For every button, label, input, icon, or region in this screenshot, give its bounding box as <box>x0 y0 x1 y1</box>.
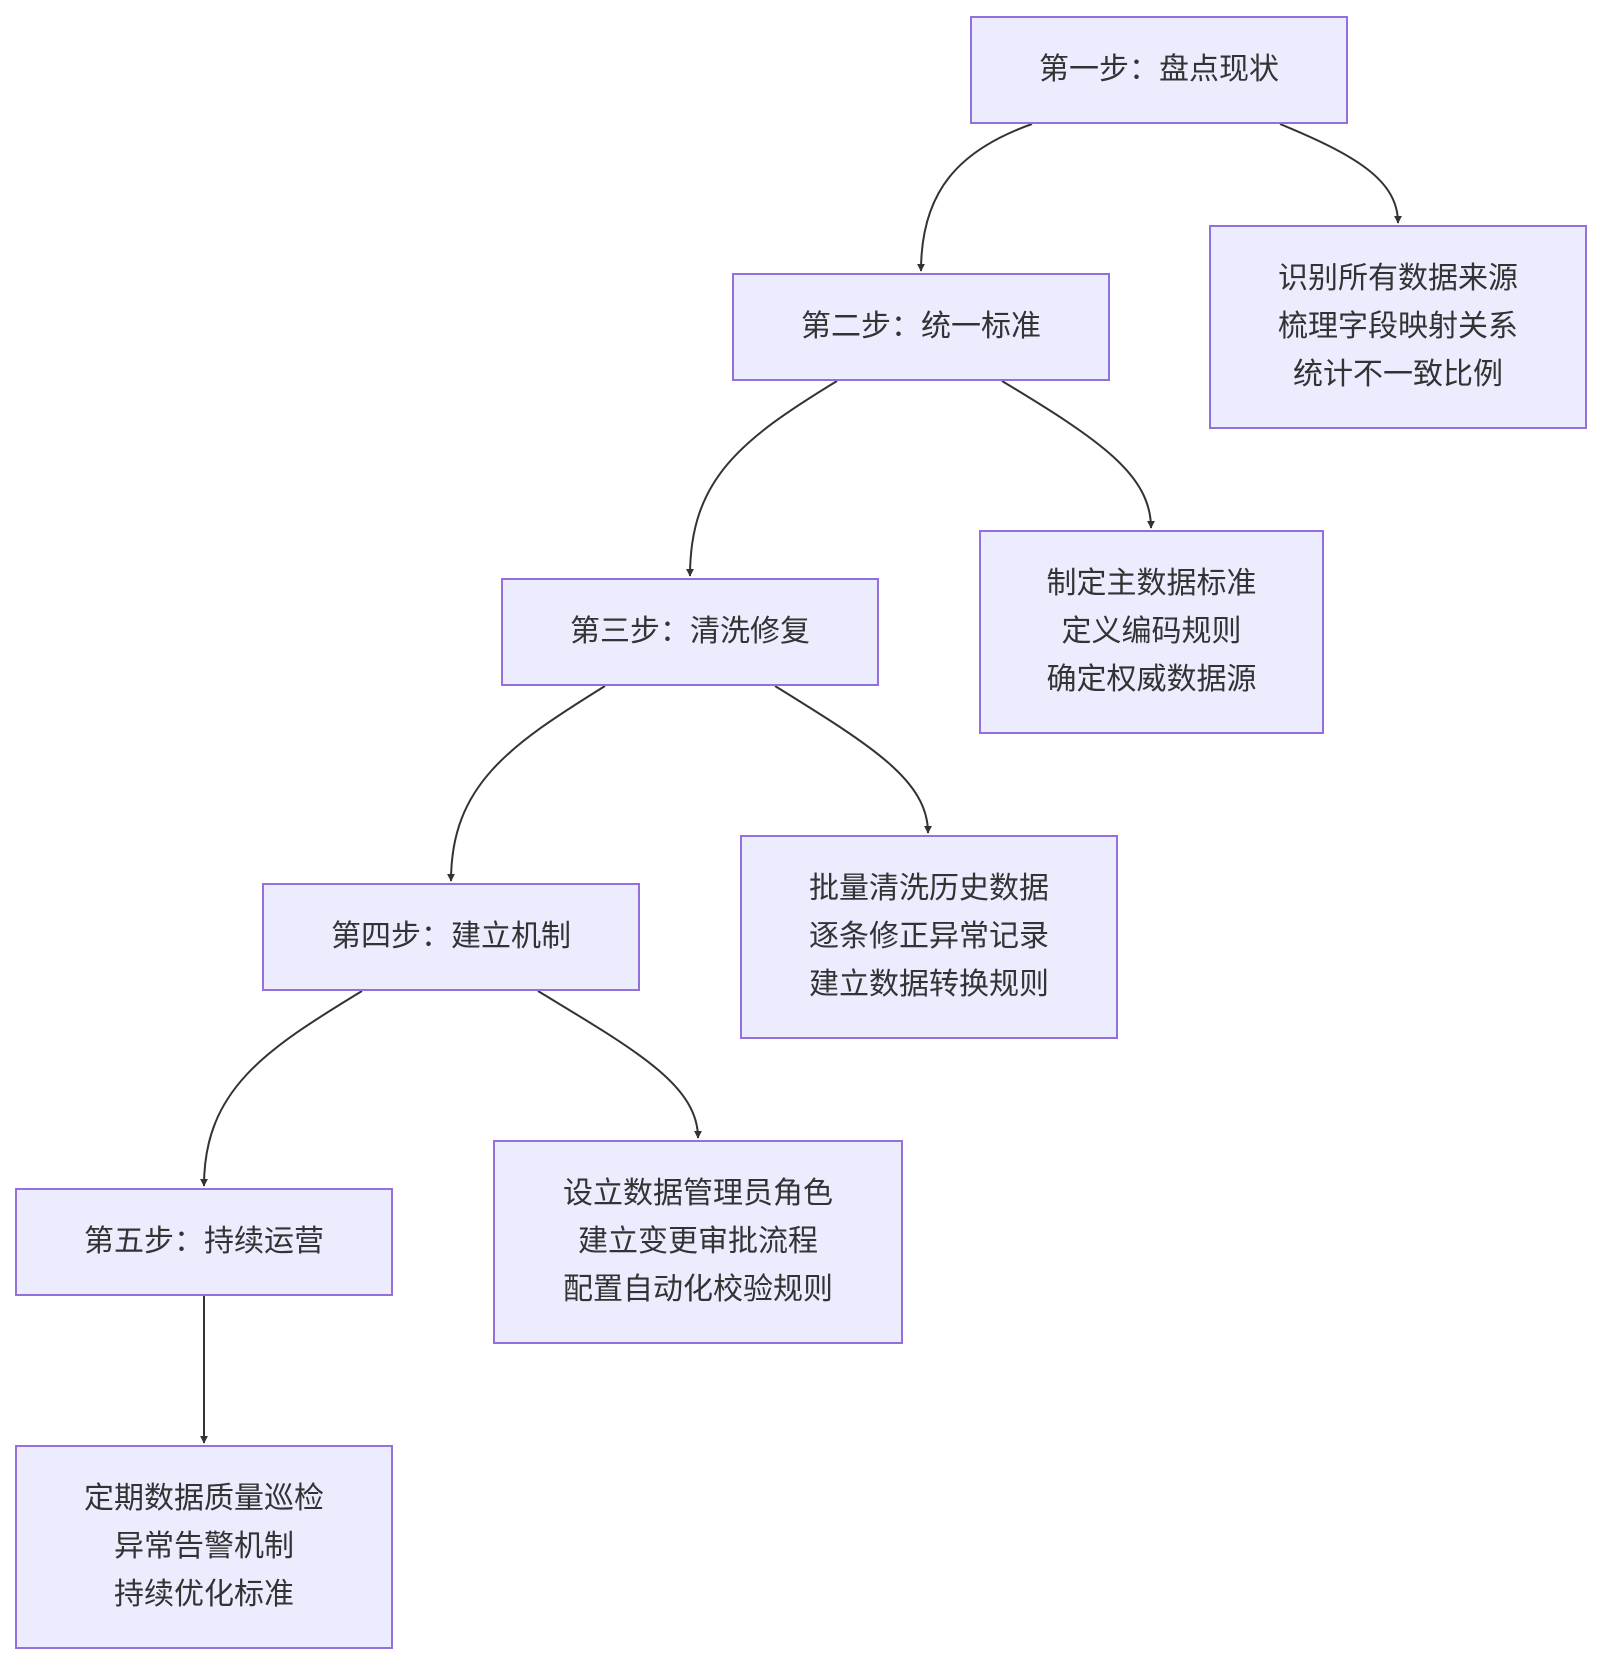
node-step4-detail-line: 建立变更审批流程 <box>578 1224 818 1259</box>
node-step4[interactable]: 第四步：建立机制 <box>262 883 640 991</box>
node-step5-detail-line: 异常告警机制 <box>114 1529 294 1564</box>
node-step2-detail-line: 制定主数据标准 <box>1046 566 1257 601</box>
node-step1-detail-line: 统计不一致比例 <box>1293 357 1503 392</box>
edge-step1-step1-detail <box>1279 123 1402 224</box>
node-step3-detail-line: 逐条修正异常记录 <box>809 919 1049 954</box>
node-step5-detail[interactable]: 定期数据质量巡检 异常告警机制 持续优化标准 <box>15 1445 393 1649</box>
node-step3[interactable]: 第三步：清洗修复 <box>501 578 879 686</box>
edge-step4-step5 <box>200 990 363 1187</box>
node-step5-detail-line: 定期数据质量巡检 <box>84 1481 324 1516</box>
node-step4-label: 第四步：建立机制 <box>331 919 571 954</box>
node-step4-detail[interactable]: 设立数据管理员角色 建立变更审批流程 配置自动化校验规则 <box>493 1140 903 1344</box>
edge-step2-step2-detail <box>1001 380 1155 529</box>
node-step1[interactable]: 第一步：盘点现状 <box>970 16 1348 124</box>
node-step2[interactable]: 第二步：统一标准 <box>732 273 1110 381</box>
edge-step3-step3-detail <box>774 685 932 834</box>
edge-step3-step4 <box>447 685 606 882</box>
node-step2-detail[interactable]: 制定主数据标准 定义编码规则 确定权威数据源 <box>979 530 1324 734</box>
node-step1-detail-line: 识别所有数据来源 <box>1278 261 1518 296</box>
node-step3-detail[interactable]: 批量清洗历史数据 逐条修正异常记录 建立数据转换规则 <box>740 835 1118 1039</box>
edge-step1-step2 <box>917 123 1033 272</box>
node-step4-detail-line: 设立数据管理员角色 <box>563 1176 833 1211</box>
node-step2-detail-line: 确定权威数据源 <box>1046 662 1257 697</box>
node-step5-detail-line: 持续优化标准 <box>114 1577 294 1612</box>
node-step1-label: 第一步：盘点现状 <box>1039 52 1279 87</box>
node-step3-label: 第三步：清洗修复 <box>570 614 810 649</box>
node-step4-detail-line: 配置自动化校验规则 <box>563 1272 833 1307</box>
node-step1-detail[interactable]: 识别所有数据来源 梳理字段映射关系 统计不一致比例 <box>1209 225 1587 429</box>
node-step3-detail-line: 建立数据转换规则 <box>809 967 1049 1002</box>
node-step2-label: 第二步：统一标准 <box>801 309 1041 344</box>
edge-step4-step4-detail <box>537 990 702 1139</box>
node-step5-label: 第五步：持续运营 <box>84 1224 324 1259</box>
node-step3-detail-line: 批量清洗历史数据 <box>809 871 1049 906</box>
node-step5[interactable]: 第五步：持续运营 <box>15 1188 393 1296</box>
node-step2-detail-line: 定义编码规则 <box>1061 614 1242 649</box>
node-step1-detail-line: 梳理字段映射关系 <box>1278 309 1518 344</box>
edge-step2-step3 <box>686 380 838 577</box>
